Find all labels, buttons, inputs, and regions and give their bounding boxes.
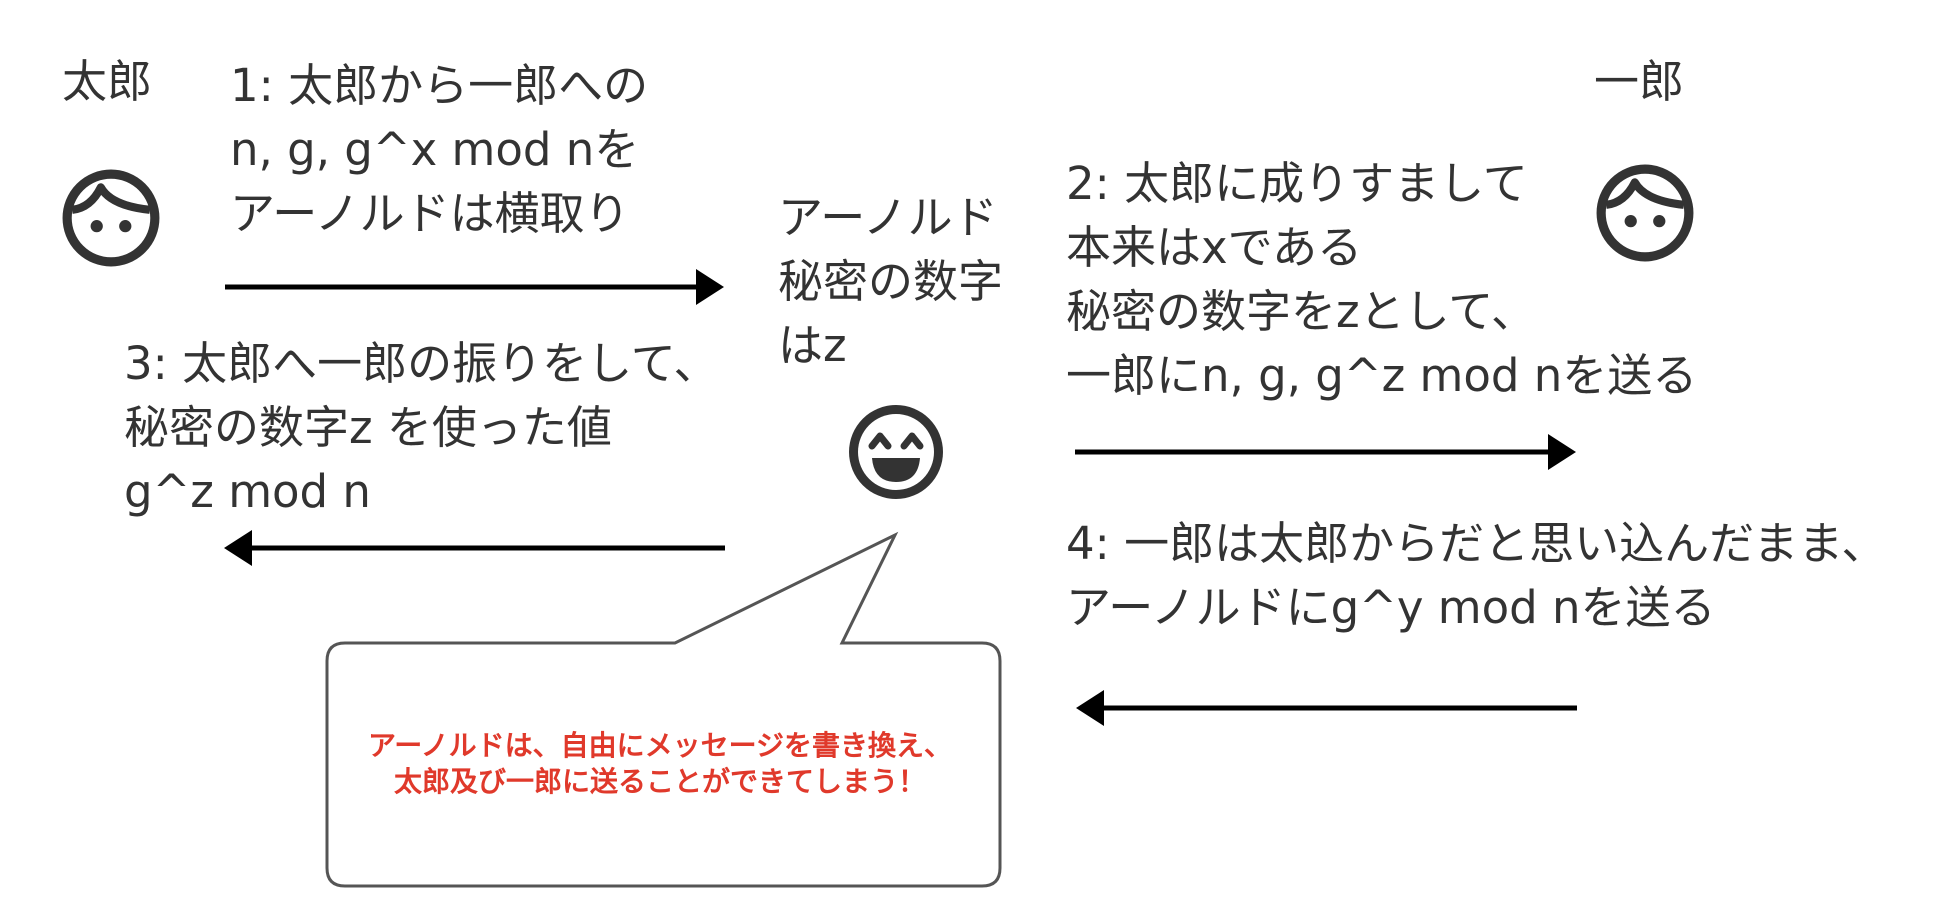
step3-text: 3: 太郎へ一郎の振りをして、 秘密の数字z を使った値 g^z mod n xyxy=(124,332,719,524)
step3-line: 秘密の数字z を使った値 xyxy=(124,401,612,454)
step2-line: 一郎にn, g, g^z mod nを送る xyxy=(1066,349,1698,402)
step2-arrow xyxy=(1075,434,1576,470)
step2-text: 2: 太郎に成りすまして 本来はxである 秘密の数字をzとして、 一郎にn, g… xyxy=(1066,152,1697,408)
step1-line: アーノルドは横取り xyxy=(230,187,630,240)
arnold-label-line: 秘密の数字 xyxy=(778,255,1004,308)
step1-line: 1: 太郎から一郎への xyxy=(230,59,649,112)
step2-line: 本来はxである xyxy=(1066,221,1363,274)
arnold-label-line: アーノルド xyxy=(778,191,998,244)
face-grinning-icon xyxy=(849,405,943,499)
callout-text: アーノルドは、自由にメッセージを書き換え、 太郎及び一郎に送ることができてしまう… xyxy=(340,728,980,800)
step4-text: 4: 一郎は太郎からだと思い込んだまま、 アーノルドにg^y mod nを送る xyxy=(1066,512,1886,640)
step2-line: 2: 太郎に成りすまして xyxy=(1066,157,1528,210)
step1-arrow xyxy=(225,269,724,305)
taro-name: 太郎 xyxy=(62,55,153,108)
arnold-label: アーノルド 秘密の数字 はz xyxy=(778,186,1003,378)
step1-line: n, g, g^x mod nを xyxy=(230,123,640,176)
step3-line: 3: 太郎へ一郎の振りをして、 xyxy=(124,337,719,390)
step3-line: g^z mod n xyxy=(124,465,371,518)
face-neutral-icon xyxy=(62,169,160,267)
step4-line: 4: 一郎は太郎からだと思い込んだまま、 xyxy=(1066,517,1887,570)
step2-line: 秘密の数字をzとして、 xyxy=(1066,285,1537,338)
callout-line: 太郎及び一郎に送ることができてしまう！ xyxy=(393,765,926,798)
step3-arrow xyxy=(224,530,725,566)
step1-text: 1: 太郎から一郎への n, g, g^x mod nを アーノルドは横取り xyxy=(230,54,648,246)
step4-arrow xyxy=(1076,690,1577,726)
callout-line: アーノルドは、自由にメッセージを書き換え、 xyxy=(367,729,953,762)
step4-line: アーノルドにg^y mod nを送る xyxy=(1066,581,1716,634)
arnold-label-line: はz xyxy=(778,319,847,372)
ichiro-name: 一郎 xyxy=(1594,55,1685,108)
face-neutral-icon xyxy=(1596,164,1694,262)
callout-bubble xyxy=(325,531,1002,888)
